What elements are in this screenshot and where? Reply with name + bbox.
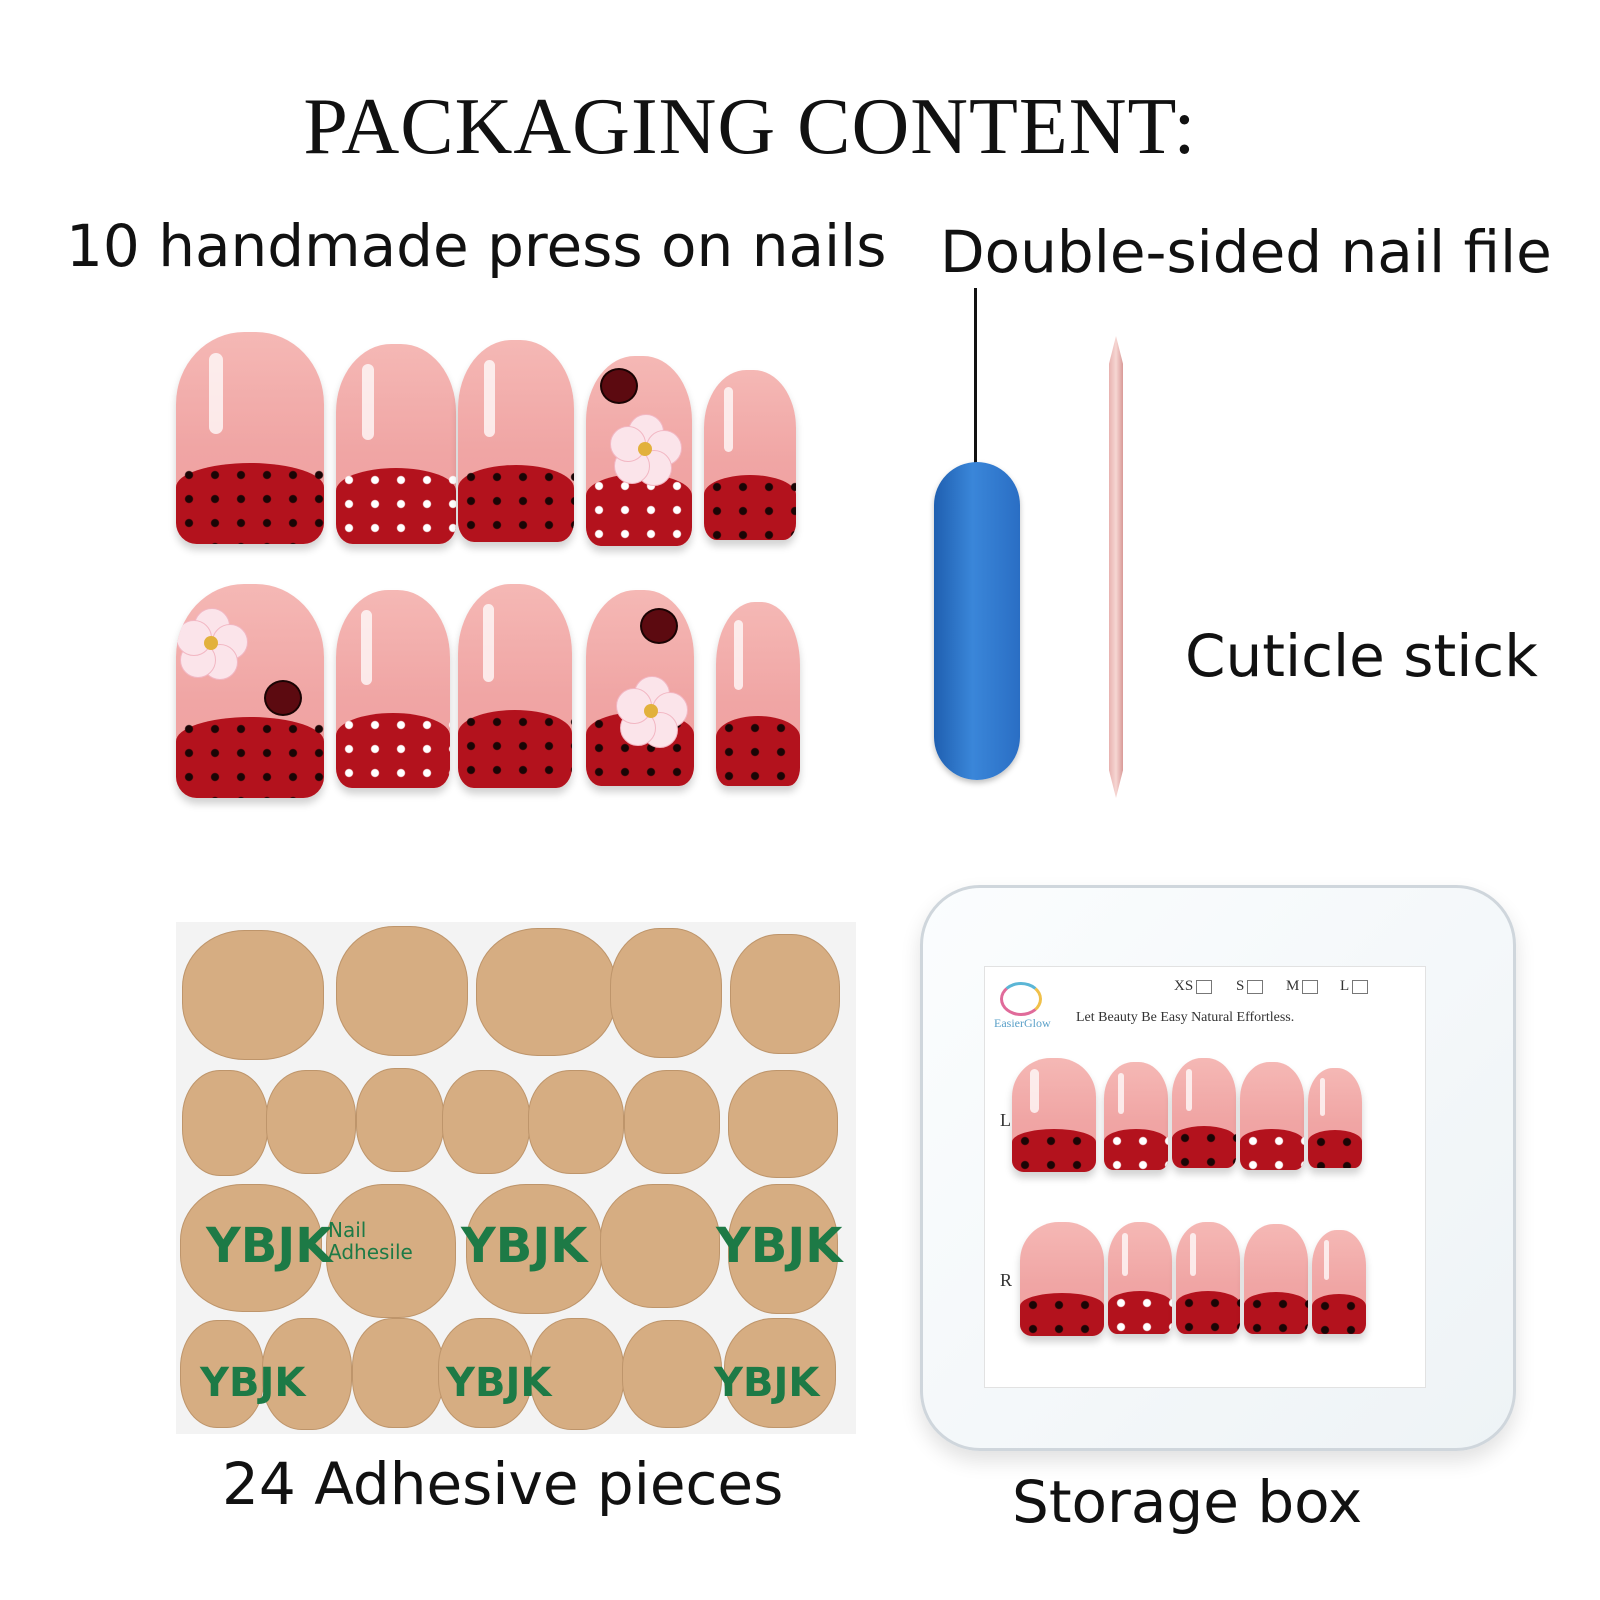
nail xyxy=(1104,1062,1168,1170)
adhesive-brand-text: YBJK xyxy=(206,1218,333,1274)
nail xyxy=(704,370,796,540)
cuticle-stick-image xyxy=(1109,336,1123,798)
adhesive-brand-text: YBJK xyxy=(200,1360,306,1406)
card-tagline: Let Beauty Be Easy Natural Effortless. xyxy=(1076,1010,1295,1025)
nail xyxy=(1176,1222,1240,1334)
nail xyxy=(176,332,324,544)
nail xyxy=(586,356,692,546)
nail xyxy=(1012,1058,1096,1172)
nail xyxy=(716,602,800,786)
size-s: S xyxy=(1236,978,1264,995)
nail xyxy=(336,590,450,788)
card-brand: EasierGlow xyxy=(994,1016,1051,1030)
adhesive-product-line1: Nail xyxy=(328,1218,367,1242)
flower-icon xyxy=(610,414,682,486)
brand-logo-icon xyxy=(1000,982,1042,1016)
adhesive-product-line2: Adhesile xyxy=(328,1240,413,1264)
label-adhesive-pieces: 24 Adhesive pieces xyxy=(222,1450,784,1518)
adhesive-sheet-image: YBJK Nail Adhesile YBJK YBJK YBJK YBJK Y… xyxy=(176,922,856,1434)
ladybug-icon xyxy=(600,368,638,404)
nail xyxy=(586,590,694,786)
nail xyxy=(458,584,572,788)
row-label-right: R xyxy=(1000,1270,1013,1290)
ladybug-icon xyxy=(264,680,302,716)
nail xyxy=(1244,1224,1308,1334)
label-press-on-nails: 10 handmade press on nails xyxy=(66,212,887,280)
nail xyxy=(1308,1068,1362,1168)
nail-file-image xyxy=(934,462,1020,780)
row-label-left: L xyxy=(1000,1110,1011,1130)
flower-icon xyxy=(176,608,248,680)
label-cuticle-stick: Cuticle stick xyxy=(1185,622,1538,690)
label-nail-file: Double-sided nail file xyxy=(940,218,1552,286)
nail xyxy=(1108,1222,1172,1334)
nail xyxy=(176,584,324,798)
size-xs: XS xyxy=(1174,978,1213,995)
ladybug-icon xyxy=(640,608,678,644)
flower-icon xyxy=(616,676,688,748)
adhesive-brand-text: YBJK xyxy=(446,1360,552,1406)
adhesive-brand-text: YBJK xyxy=(716,1218,843,1274)
nail xyxy=(1240,1062,1304,1170)
nail xyxy=(336,344,456,544)
adhesive-brand-text: YBJK xyxy=(714,1360,820,1406)
label-storage-box: Storage box xyxy=(1012,1468,1363,1536)
size-l: L xyxy=(1340,978,1369,995)
file-pointer-line xyxy=(974,288,977,468)
nail xyxy=(458,340,574,542)
nail xyxy=(1172,1058,1236,1168)
nail xyxy=(1312,1230,1366,1334)
page-title: PACKAGING CONTENT: xyxy=(303,83,1197,171)
adhesive-brand-text: YBJK xyxy=(461,1218,588,1274)
size-m: M xyxy=(1286,978,1319,995)
nail xyxy=(1020,1222,1104,1336)
